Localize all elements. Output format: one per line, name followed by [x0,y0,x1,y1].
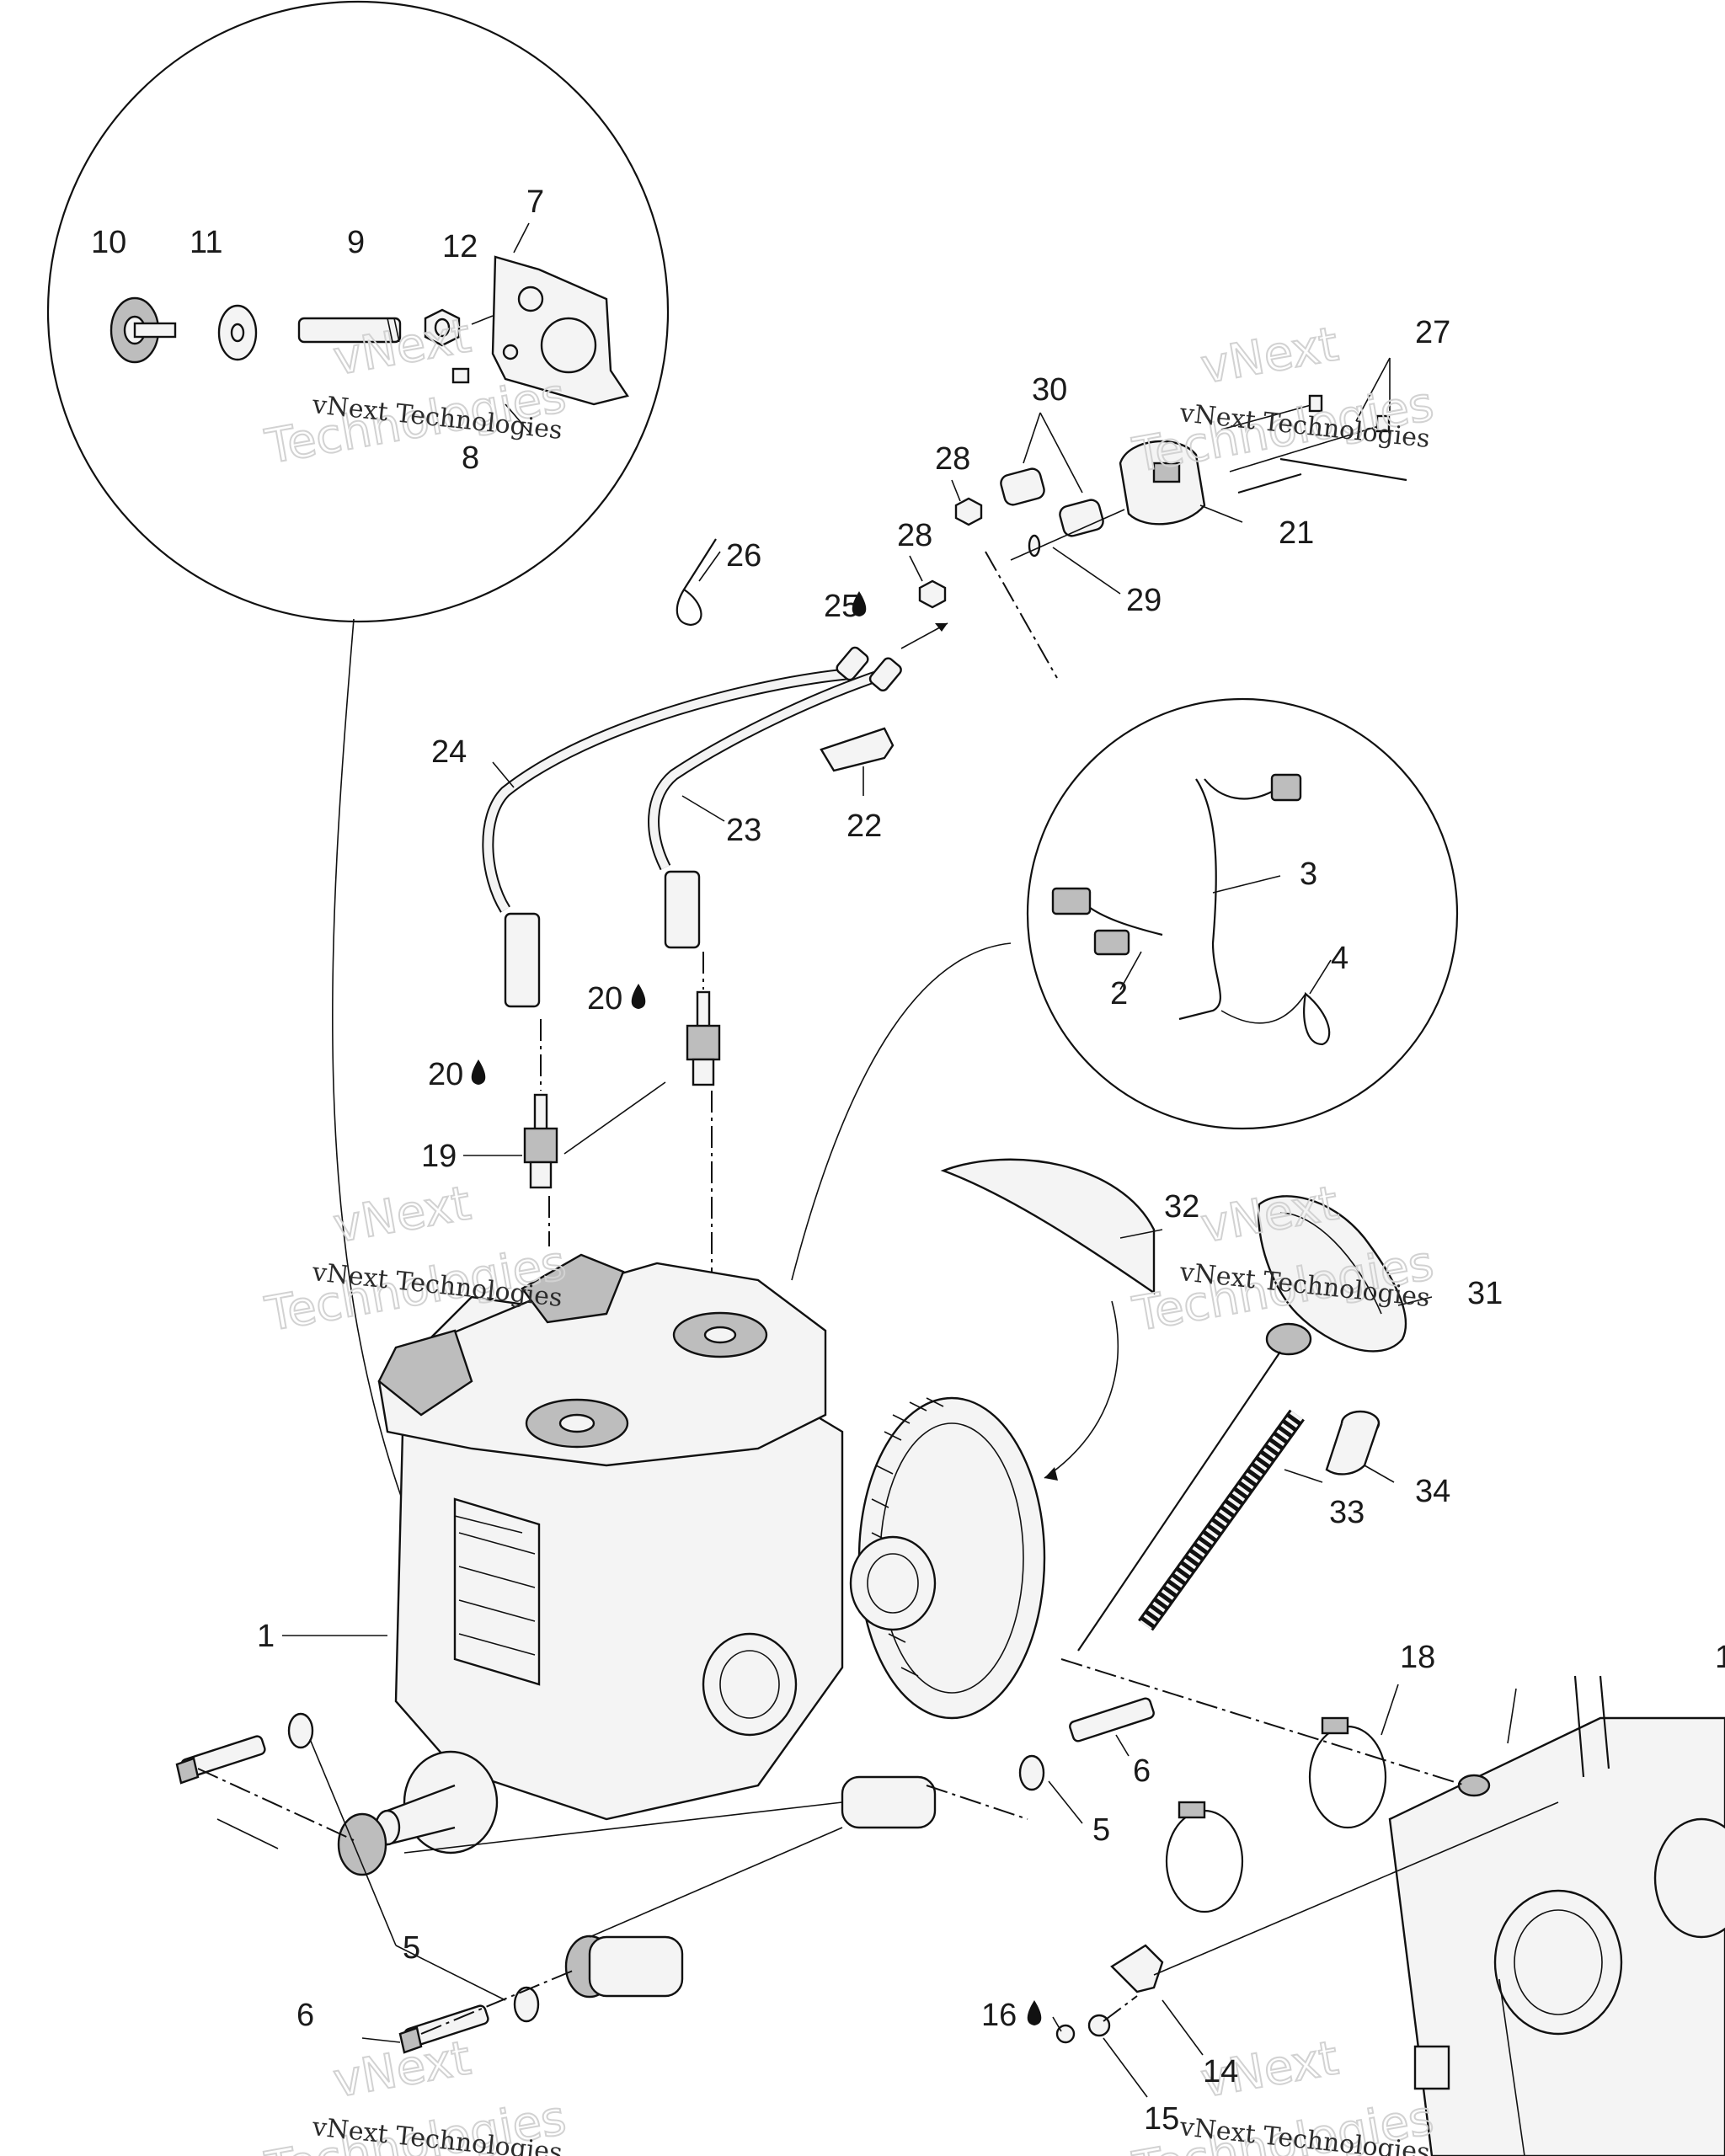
part-5-washer-b [513,1986,540,2023]
callout-32: 32 [1164,1189,1199,1225]
part-2-connector [1051,887,1092,915]
callout-6-center: 6 [1133,1753,1151,1789]
callout-21: 21 [1279,515,1314,551]
part-16-screw [1055,2024,1076,2044]
callout-18: 18 [1400,1640,1435,1675]
part-10-rubber-mount [109,296,177,364]
callout-5-center: 5 [1092,1812,1110,1848]
callout-29: 29 [1126,583,1162,618]
part-34-sleeve [1325,1410,1381,1476]
part-8-bolt [451,367,470,384]
part-32-shield [940,1158,1156,1295]
callout-1: 1 [257,1619,275,1654]
callout-20-upper: 20 [587,981,622,1017]
part-19-spark-plug-left [523,1093,558,1189]
part-19-spark-plug-right [686,990,721,1086]
part-12-nut [424,308,461,347]
callout-28-bottom: 28 [897,518,932,553]
callout-14: 14 [1203,2054,1238,2089]
callout-27: 27 [1415,315,1450,350]
oil-drop-icon [631,984,646,1009]
part-27-bolts [1220,394,1407,494]
leader-lines [216,222,1525,2156]
part-28-nut-b [918,579,947,609]
detail-circle-mount [46,0,670,1550]
callout-34: 34 [1415,1474,1450,1509]
callout-22: 22 [846,808,882,844]
high-tension-leads [482,538,948,1008]
callout-16: 16 [981,1998,1017,2033]
part-14-bracket [1110,1944,1164,1993]
oil-drop-icon [852,591,867,616]
callout-11: 11 [190,225,222,260]
callout-2: 2 [1110,976,1128,1011]
part-11-washer [217,304,258,361]
part-9-sleeve [297,317,402,344]
callout-8: 8 [462,440,479,476]
part-3-harness [1178,778,1221,1021]
callout-28-top: 28 [935,441,970,477]
part-28-nut-a [954,497,983,526]
watermark-large-vnext: vNext [329,1176,474,1253]
ignition-coil-assembly [918,394,1407,679]
callout-6-left: 6 [296,1998,314,2033]
mount-hardware [175,1697,1155,2054]
callout-labels: 10 11 9 12 7 8 27 30 28 28 21 29 26 25 2… [91,184,1725,2137]
spark-plug-cap-right [664,870,701,949]
throttle-body [926,1658,1725,2156]
callout-5-left: 5 [403,1930,420,1966]
part-1-engine [337,1253,1046,1999]
callout-10: 10 [91,225,126,260]
oil-drop-icon [1027,2000,1042,2025]
part-26-cable-tie [676,538,717,627]
callout-26: 26 [726,538,761,574]
callout-33: 33 [1329,1495,1365,1530]
watermark-large-vnext: vNext [329,2031,474,2108]
spark-plugs [523,952,721,1314]
callout-19: 19 [421,1139,457,1174]
callout-12: 12 [442,229,478,264]
callout-23: 23 [726,813,761,848]
part-4-cable-tie [1303,991,1331,1046]
callout-31: 31 [1467,1276,1503,1311]
part-22-clip [820,727,895,772]
part-6-bolt-center [1069,1697,1155,1742]
part-5-washer-a [287,1712,314,1749]
part-6-bolt-left-top [175,1735,266,1785]
part-6-bolt-left-bottom [398,2004,489,2054]
detail-circle-harness [791,697,1459,1281]
callout-9: 9 [347,225,365,260]
part-18-clamp-b [1165,1801,1244,1913]
part-30-spacers [1000,467,1104,537]
part-7-bracket [491,255,629,406]
callout-24: 24 [431,734,467,770]
part-31-filler-cap [1258,1195,1407,1353]
spark-plug-cap-left [504,912,541,1008]
part-5-washer-c [1018,1754,1045,1791]
callout-15: 15 [1144,2101,1179,2137]
callout-3: 3 [1300,857,1317,892]
callout-20-lower: 20 [428,1057,463,1092]
callout-4: 4 [1331,941,1348,976]
part-18-clamp-a [1308,1716,1387,1829]
oil-drop-icon [471,1059,486,1085]
watermark-large-vnext: vNext [1197,317,1342,394]
oil-filler-assembly [940,1158,1407,1652]
part-33-spring [1138,1409,1305,1631]
callout-1-edge: 1 [1715,1640,1725,1675]
part-29-washer [1028,534,1041,558]
callout-7: 7 [526,184,544,220]
callout-30: 30 [1032,372,1067,408]
